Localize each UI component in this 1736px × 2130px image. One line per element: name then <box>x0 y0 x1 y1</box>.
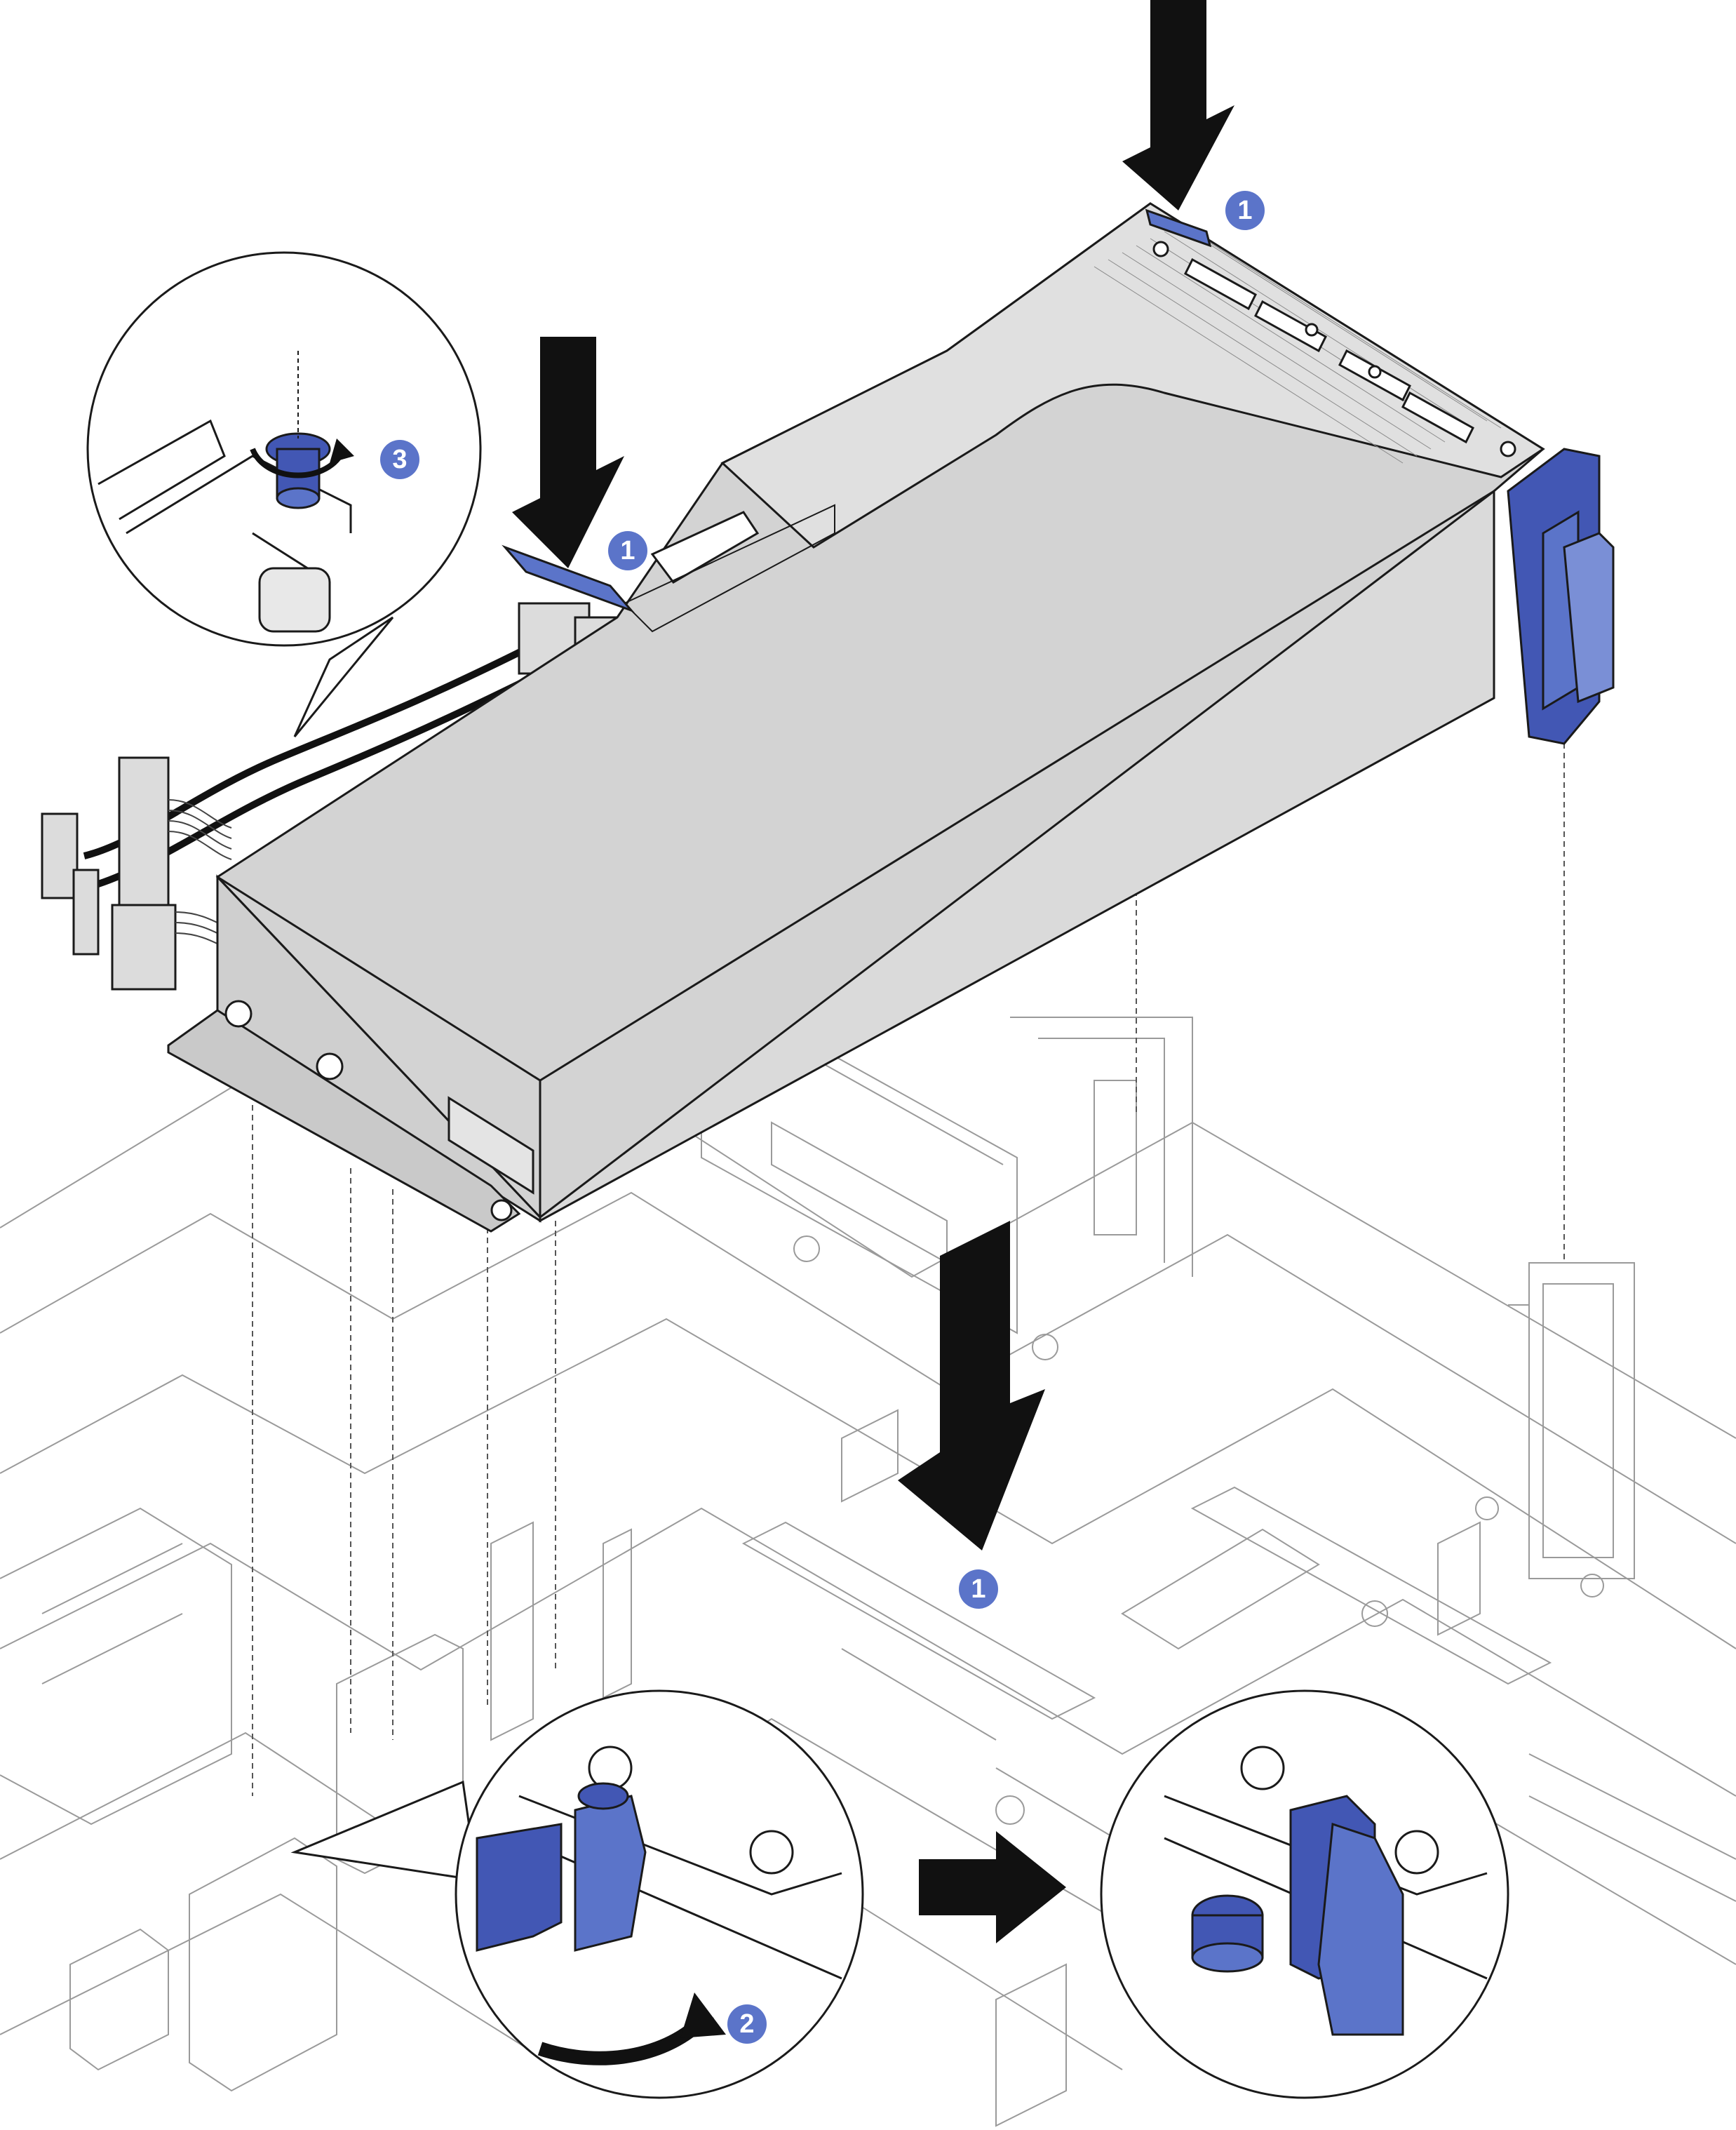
label-plate <box>448 1096 534 1195</box>
callout-left-label: 1 <box>620 536 635 565</box>
detail-circle-latch-open <box>290 1689 864 2099</box>
blue-push-tab-top <box>1145 208 1212 248</box>
callout-bottom-label: 1 <box>971 1574 985 1604</box>
latch-blue-open <box>476 1782 647 1952</box>
callout-screw: 3 <box>380 440 419 479</box>
alignment-guides <box>252 733 1565 1796</box>
down-arrow-icon <box>512 337 624 568</box>
slot-holes <box>1152 241 1516 457</box>
riser-long-side <box>539 488 1495 1223</box>
riser-handle <box>650 511 760 584</box>
blue-push-tab-left <box>502 544 635 613</box>
callout-top-label: 1 <box>1237 196 1252 225</box>
latch-blue-closed <box>1191 1795 1404 2036</box>
callout-screw-label: 3 <box>392 445 407 474</box>
riser-assembly <box>41 202 1615 1233</box>
detail-circle-screw <box>86 251 482 737</box>
callout-latch: 2 <box>727 2004 767 2044</box>
callout-bottom: 1 <box>959 1569 998 1609</box>
riser-flange <box>167 1009 521 1233</box>
blue-latch-bracket <box>1507 448 1615 745</box>
down-arrow-icon <box>898 1221 1045 1550</box>
down-arrow-icon <box>1122 0 1234 210</box>
detail-circle-latch-closed <box>1100 1689 1509 2099</box>
right-arrow-icon <box>919 1831 1066 1943</box>
callout-left: 1 <box>608 531 647 570</box>
callout-latch-label: 2 <box>739 2009 754 2039</box>
riser-upper-shell <box>720 202 1545 549</box>
callout-top: 1 <box>1225 191 1265 230</box>
